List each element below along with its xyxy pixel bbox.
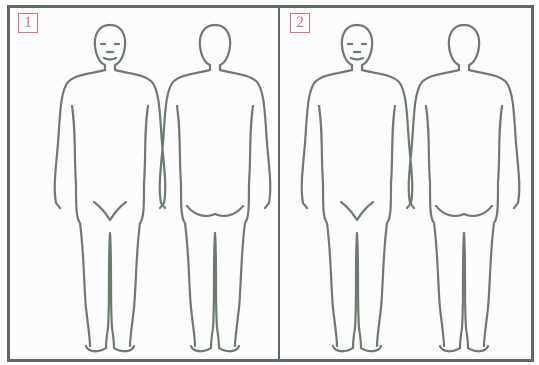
panel-2-figures bbox=[281, 8, 531, 359]
front-body-outline bbox=[55, 25, 166, 351]
back-body-outline bbox=[409, 25, 520, 351]
body-chart-frame: 1 bbox=[7, 5, 534, 362]
panel-1-figures bbox=[10, 8, 278, 359]
front-body-outline bbox=[302, 25, 413, 351]
back-body-outline bbox=[160, 25, 271, 351]
panel-2: 2 bbox=[281, 8, 531, 359]
panel-1: 1 bbox=[10, 8, 278, 359]
panel-divider bbox=[278, 8, 280, 359]
